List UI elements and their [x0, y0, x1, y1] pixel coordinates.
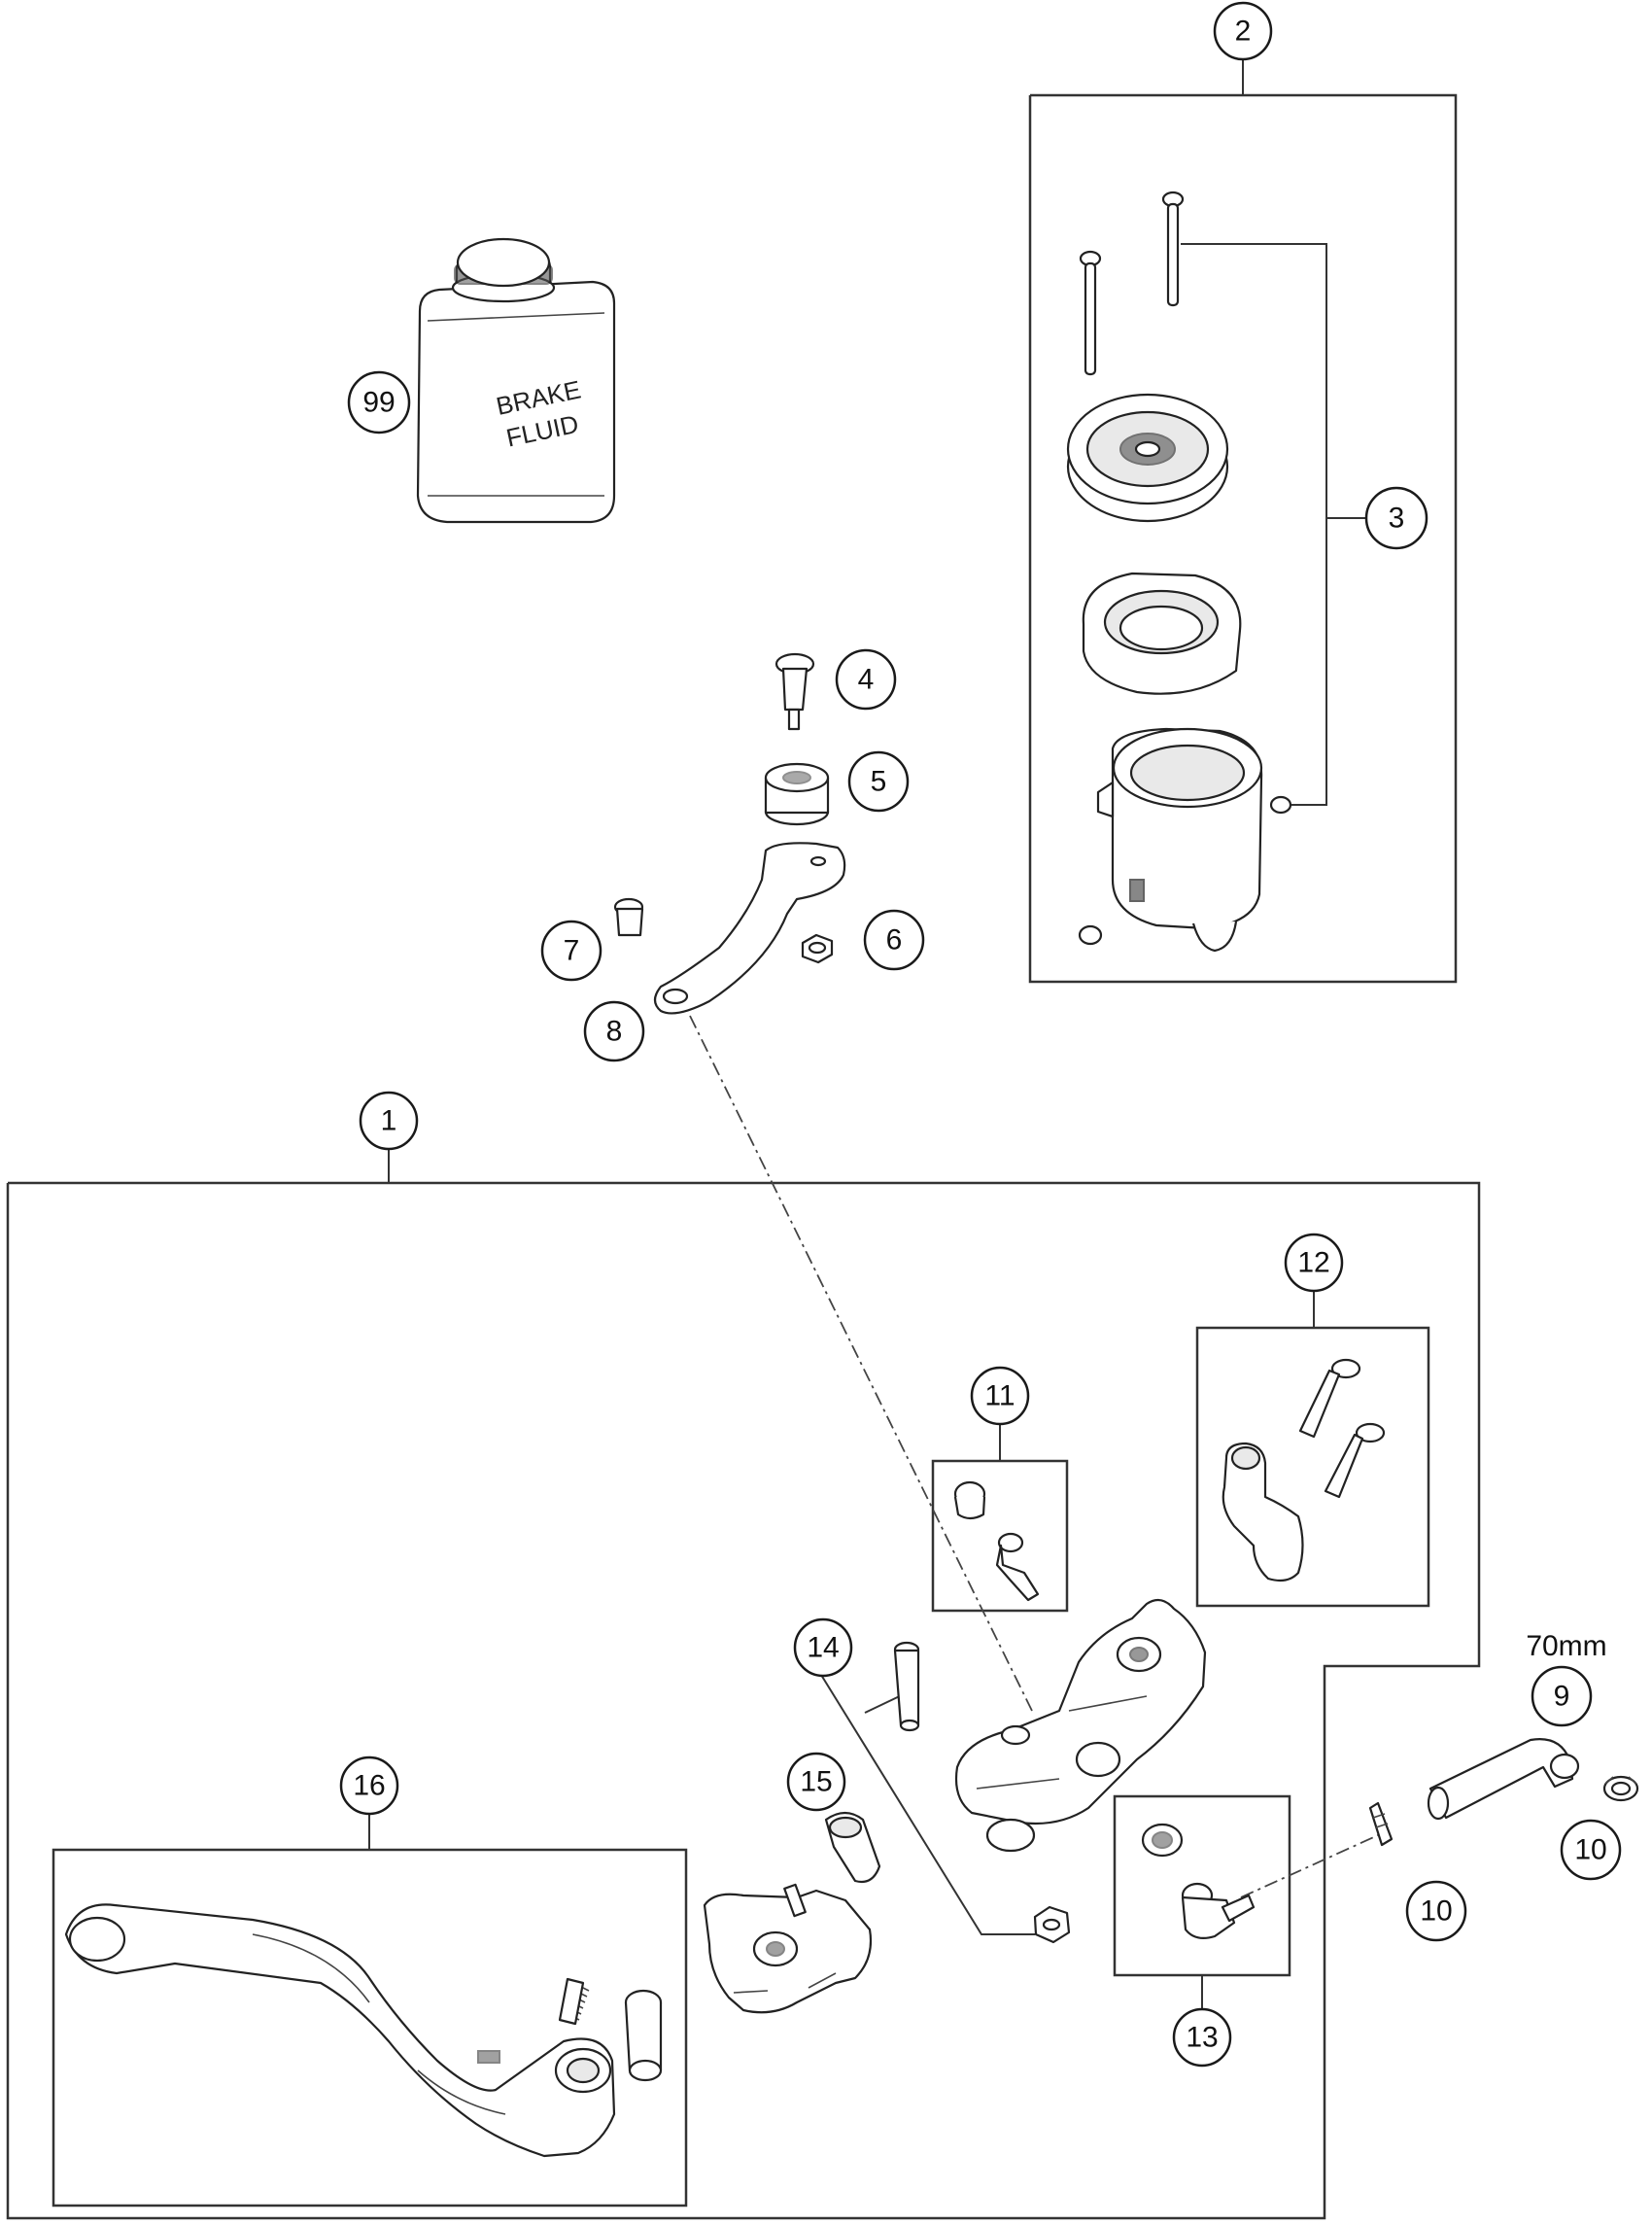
callout-7-label: 7	[564, 935, 580, 967]
group-1-frame	[6, 1181, 1481, 2220]
handlebar-clamp	[1222, 1442, 1304, 1582]
callout-13-label: 13	[1186, 2022, 1218, 2054]
callout-4: 4	[835, 648, 897, 711]
reservoir-cap	[1066, 393, 1229, 523]
callout-10-clamp-label: 10	[1574, 1834, 1606, 1866]
mount-axis-line	[689, 1015, 1033, 1712]
bleed-valve	[995, 1532, 1040, 1602]
reservoir-diaphragm	[1082, 572, 1242, 695]
callout-4-label: 4	[858, 664, 875, 696]
bleed-valve-cap	[953, 1480, 986, 1520]
callout-9: 9	[1531, 1665, 1593, 1727]
callout-5: 5	[847, 750, 910, 813]
callout-15: 15	[786, 1752, 846, 1812]
banjo-fitting	[1181, 1882, 1256, 1939]
callout-8: 8	[583, 1000, 645, 1062]
callout-3: 3	[1364, 486, 1428, 550]
callout-16: 16	[339, 1756, 399, 1816]
callout-15-label: 15	[800, 1766, 832, 1798]
group-2-frame	[1028, 93, 1458, 984]
hose-clamp	[1602, 1775, 1639, 1802]
callout-1-label: 1	[381, 1105, 397, 1137]
callout-14: 14	[793, 1617, 853, 1678]
reservoir-nut-top	[1269, 795, 1292, 815]
hose-connector	[1368, 1801, 1394, 1847]
callout-6-label: 6	[886, 924, 903, 956]
callout-12: 12	[1284, 1233, 1344, 1293]
callout-10-connector-label: 10	[1420, 1895, 1452, 1928]
lever-spring	[558, 1977, 590, 2026]
nut	[801, 933, 834, 964]
callout-16-label: 16	[353, 1770, 385, 1802]
brake-hose	[1427, 1738, 1580, 1821]
reservoir-screw-left	[1079, 250, 1102, 376]
bleeder-screw	[774, 652, 815, 731]
item-14-leader	[820, 1674, 1035, 1935]
callout-99: 99	[347, 370, 411, 435]
clamp-bolt-lower	[1324, 1422, 1386, 1499]
reservoir-screw-right	[1161, 191, 1185, 307]
group-11-frame	[931, 1459, 1069, 1613]
callout-2-label: 2	[1235, 16, 1252, 48]
pushrod-seal	[824, 1811, 881, 1884]
brake-lever	[64, 1903, 616, 2158]
callout-14-label: 14	[807, 1632, 839, 1664]
callout-12-label: 12	[1297, 1247, 1329, 1279]
group-16-frame	[52, 1848, 688, 2208]
callout-9-label: 9	[1554, 1681, 1570, 1713]
mount-bracket	[653, 842, 846, 1015]
hose-axis-line	[1240, 1834, 1379, 1898]
reservoir-body	[1096, 727, 1263, 953]
group-3-leader	[1181, 243, 1327, 806]
callout-99-label: 99	[362, 387, 395, 419]
hose-cap	[1141, 1823, 1184, 1858]
reservoir-nut-bottom	[1078, 924, 1103, 946]
callout-10-clamp: 10	[1560, 1819, 1622, 1881]
master-cylinder-body	[954, 1598, 1207, 1853]
callout-13: 13	[1172, 2007, 1232, 2068]
pivot-pin	[893, 1641, 920, 1732]
pivot-nut	[1033, 1905, 1071, 1944]
callout-5-label: 5	[871, 766, 887, 798]
callout-11: 11	[970, 1366, 1030, 1426]
callout-1: 1	[359, 1091, 419, 1151]
clamp-bolt-upper	[1298, 1358, 1361, 1439]
hose-length-label: 70mm	[1526, 1630, 1606, 1662]
screw	[613, 897, 644, 937]
callout-11-label: 11	[984, 1380, 1015, 1412]
callout-6: 6	[863, 909, 925, 971]
rubber-grommet	[764, 762, 830, 826]
callout-8-label: 8	[606, 1016, 623, 1048]
lever-adjuster	[703, 1883, 873, 2014]
callout-2: 2	[1213, 1, 1273, 61]
callout-7: 7	[540, 920, 602, 982]
callout-10-connector: 10	[1405, 1880, 1467, 1942]
callout-3-label: 3	[1389, 503, 1405, 535]
brake-fluid-bottle: BRAKE FLUID	[416, 237, 616, 524]
lever-bushing	[624, 1989, 663, 2082]
